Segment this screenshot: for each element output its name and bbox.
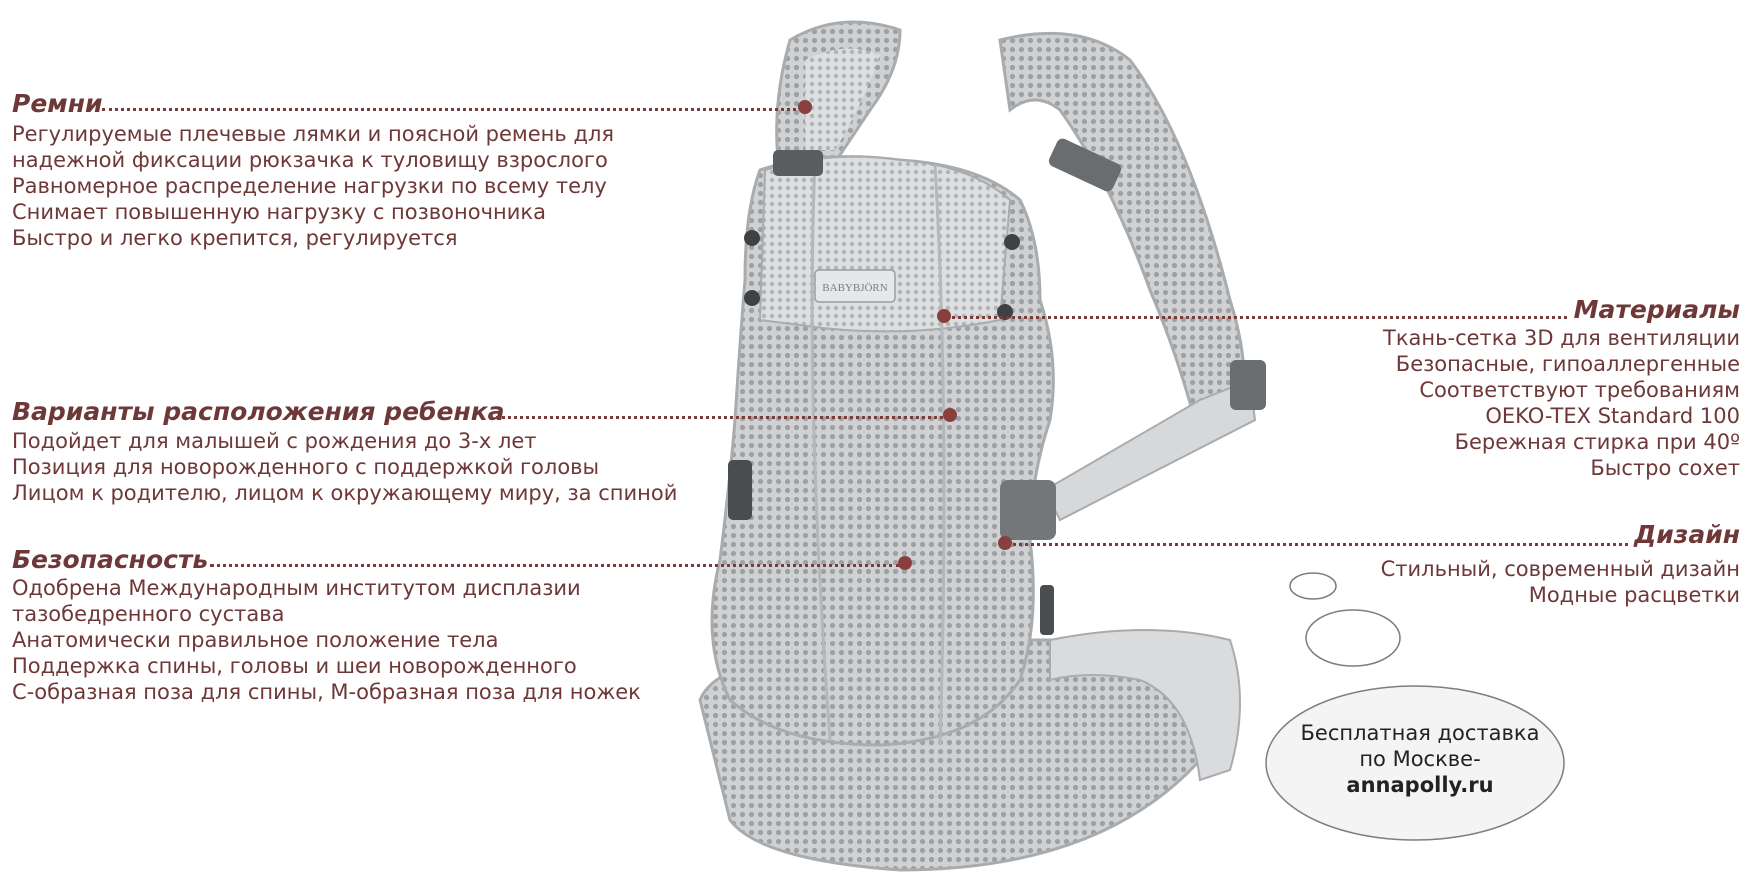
materials-feature-1: Ткань-сетка 3D для вентиляции (1383, 326, 1740, 350)
design-feature-2: Модные расцветки (1528, 583, 1740, 607)
materials-feature-3: Соответствуют требованиям (1419, 378, 1740, 402)
design-feature-list: Стильный, современный дизайн Модные расц… (1381, 556, 1740, 608)
design-heading: Дизайн (1634, 520, 1740, 549)
positions-heading: Варианты расположения ребенка (12, 397, 505, 426)
safety-feature-list: Одобрена Международным институтом диспла… (12, 575, 641, 705)
design-feature-1: Стильный, современный дизайн (1380, 557, 1740, 581)
safety-feature-2: тазобедренного сустава (12, 602, 285, 626)
straps-marker (798, 100, 812, 114)
materials-feature-2: Безопасные, гипоаллергенные (1395, 352, 1740, 376)
materials-leader (952, 316, 1567, 319)
materials-feature-list: Ткань-сетка 3D для вентиляции Безопасные… (1383, 325, 1740, 481)
safety-feature-4: Поддержка спины, головы и шеи новорожден… (12, 654, 577, 678)
materials-heading: Материалы (1573, 295, 1740, 324)
delivery-bubble-text: Бесплатная доставка по Москве- annapolly… (1270, 720, 1570, 798)
materials-feature-5: Бережная стирка при 40º (1454, 430, 1740, 454)
positions-feature-3: Лицом к родителю, лицом к окружающему ми… (12, 481, 678, 505)
positions-feature-2: Позиция для новорожденного с поддержкой … (12, 455, 600, 479)
straps-feature-5: Быстро и легко крепится, регулируется (12, 226, 458, 250)
straps-feature-4: Снимает повышенную нагрузку с позвоночни… (12, 200, 546, 224)
straps-heading: Ремни (12, 89, 103, 118)
safety-marker (898, 556, 912, 570)
positions-leader (490, 416, 943, 419)
design-marker (998, 536, 1012, 550)
materials-feature-6: Быстро сохет (1590, 456, 1740, 480)
straps-leader (102, 108, 802, 111)
safety-heading: Безопасность (12, 545, 209, 574)
brand-label: BABYBJÖRN (822, 282, 887, 294)
positions-feature-list: Подойдет для малышей с рождения до 3-х л… (12, 428, 677, 506)
straps-feature-list: Регулируемые плечевые лямки и поясной ре… (12, 121, 614, 251)
safety-feature-5: С-образная поза для спины, М-образная по… (12, 680, 641, 704)
positions-marker (943, 408, 957, 422)
delivery-line-2: по Москве- (1359, 747, 1481, 771)
materials-marker (937, 309, 951, 323)
safety-leader (210, 564, 900, 567)
straps-feature-1: Регулируемые плечевые лямки и поясной ре… (12, 122, 615, 146)
shop-brand-link[interactable]: annapolly.ru (1346, 773, 1494, 797)
design-leader (1013, 543, 1628, 546)
straps-feature-3: Равномерное распределение нагрузки по вс… (12, 174, 607, 198)
straps-feature-2: надежной фиксации рюкзачка к туловищу вз… (12, 148, 608, 172)
safety-feature-3: Анатомически правильное положение тела (12, 628, 499, 652)
safety-feature-1: Одобрена Международным институтом диспла… (12, 576, 581, 600)
materials-feature-4: OEKO-TEX Standard 100 (1485, 404, 1740, 428)
positions-feature-1: Подойдет для малышей с рождения до 3-х л… (12, 429, 537, 453)
delivery-line-1: Бесплатная доставка (1300, 721, 1540, 745)
